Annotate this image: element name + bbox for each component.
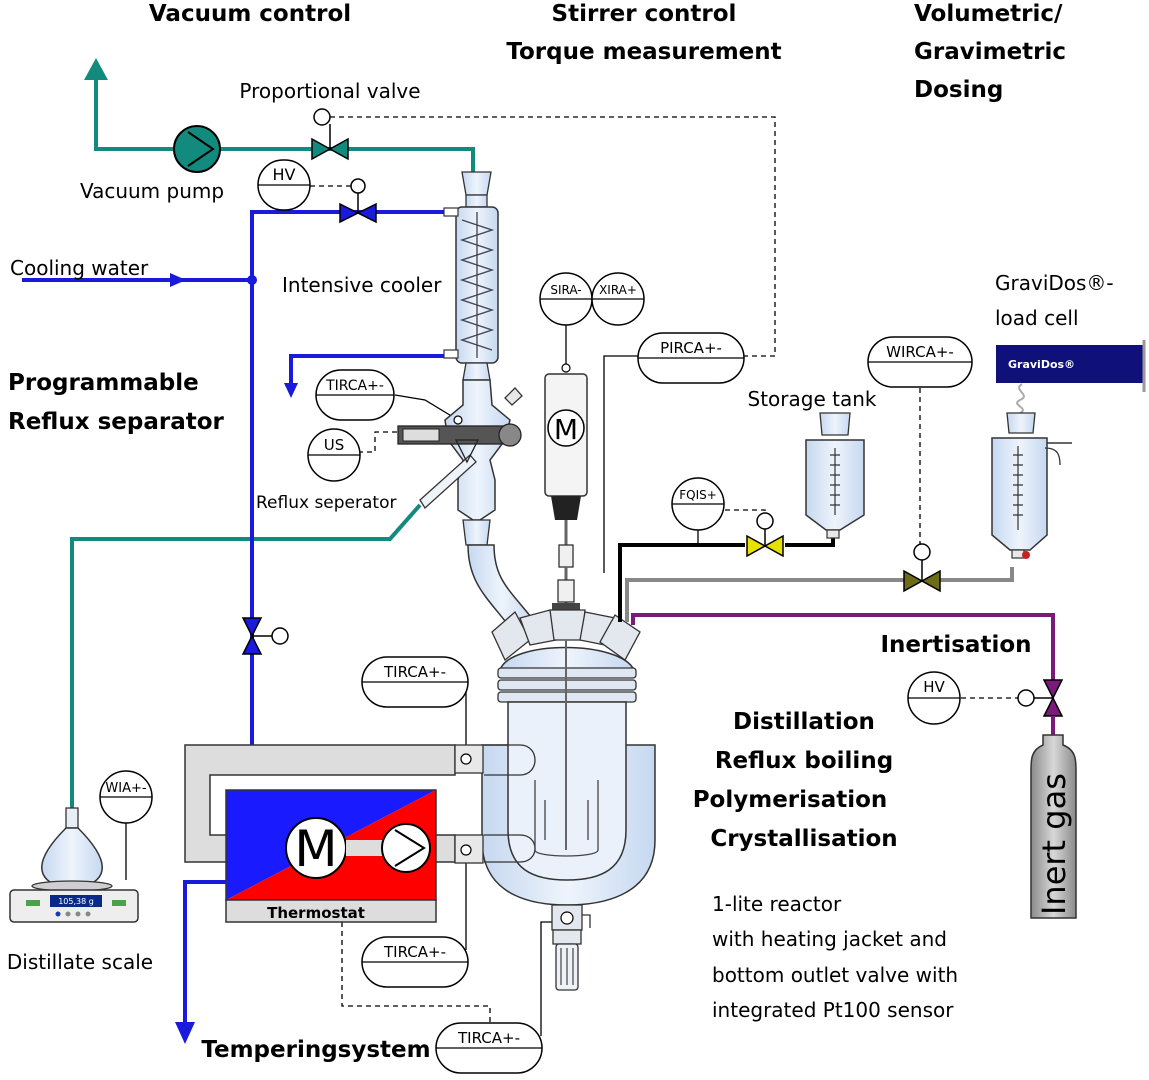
heading-process-2: Reflux boiling xyxy=(715,748,893,774)
instrument-hv-inert[interactable]: HV xyxy=(907,671,961,725)
vacuum-pump-icon[interactable] xyxy=(173,125,221,173)
headings: Vacuum control Stirrer control Torque me… xyxy=(8,1,1066,1063)
instrument-us[interactable]: US xyxy=(307,428,361,482)
proportional-valve-icon[interactable] xyxy=(311,108,349,161)
inert-gas-cylinder: Inert gas xyxy=(1030,734,1077,919)
instrument-tirca-jacket-label: TIRCA+- xyxy=(383,663,446,681)
intensive-cooler xyxy=(443,171,499,381)
tempering-return-arrow-icon xyxy=(175,1022,195,1044)
reactor-desc-line-1: 1-lite reactor xyxy=(712,892,842,916)
instrument-hv-inert-label: HV xyxy=(923,678,945,696)
inert-gas-valve-icon[interactable] xyxy=(1017,679,1064,717)
inert-gas-label: Inert gas xyxy=(1035,773,1073,915)
instrument-xira-label: XIRA+ xyxy=(599,283,637,297)
heading-dosing-1: Volumetric/ xyxy=(914,1,1063,27)
heading-reflux-2: Reflux separator xyxy=(8,409,225,435)
signal-lines xyxy=(310,116,1018,1024)
instrument-hv-top[interactable]: HV xyxy=(257,159,311,211)
instrument-pirca[interactable]: PIRCA+- xyxy=(637,332,745,384)
label-proportional-valve: Proportional valve xyxy=(239,79,420,103)
instrument-tirca-bottom[interactable]: TIRCA+- xyxy=(435,1022,543,1074)
reactor-desc-line-2: with heating jacket and xyxy=(712,927,947,951)
storage-tank xyxy=(805,412,865,539)
instrument-tirca-reflux[interactable]: TIRCA+- xyxy=(315,369,395,421)
thermostat-label: Thermostat xyxy=(267,904,365,922)
stirrer-motor[interactable]: M xyxy=(544,373,588,611)
heading-vacuum-control: Vacuum control xyxy=(149,1,351,27)
heading-reflux-1: Programmable xyxy=(8,370,199,396)
instrument-sira[interactable]: SIRA- xyxy=(539,272,593,373)
reactor-vessel xyxy=(481,609,656,991)
instrument-tirca-bottom-label: TIRCA+- xyxy=(457,1029,520,1047)
heading-tempering: Temperingsystem xyxy=(201,1037,430,1063)
gravidos-load-cell: GraviDos® xyxy=(991,340,1146,559)
vacuum-line xyxy=(70,80,475,845)
cooling-water-line xyxy=(22,210,446,1025)
heading-dosing-3: Dosing xyxy=(914,77,1003,103)
instrument-fqis-label: FQIS+ xyxy=(679,488,717,502)
instrument-tirca-thermostat[interactable]: TIRCA+- xyxy=(361,936,469,988)
cooling-junction xyxy=(247,275,257,285)
reflux-separator xyxy=(397,379,523,521)
heading-process-1: Distillation xyxy=(733,709,875,735)
label-storage-tank: Storage tank xyxy=(748,387,877,411)
reactor-desc-line-4: integrated Pt100 sensor xyxy=(712,998,954,1022)
cooling-valve-bottom-icon[interactable] xyxy=(241,617,289,655)
cooling-water-arrow-icon xyxy=(170,273,186,287)
heading-process-3: Polymerisation xyxy=(693,787,888,813)
instrument-xira[interactable]: XIRA+ xyxy=(591,272,645,326)
dosing-valve-gravimetric-icon[interactable] xyxy=(903,543,941,593)
instrument-tirca-reflux-label: TIRCA+- xyxy=(325,378,384,394)
instrument-fqis[interactable]: FQIS+ xyxy=(671,477,725,531)
thermostat-unit[interactable]: M Thermostat xyxy=(184,744,484,923)
label-distillate-scale: Distillate scale xyxy=(7,950,153,974)
instrument-connections xyxy=(125,325,699,1036)
dosing-lines xyxy=(618,536,1055,680)
scale-display-value: 105,38 g xyxy=(58,897,94,906)
heading-inertisation: Inertisation xyxy=(880,632,1031,658)
instrument-us-label: US xyxy=(324,436,345,454)
heading-torque-measurement: Torque measurement xyxy=(506,39,781,65)
cooling-return-arrow-icon xyxy=(284,383,298,398)
component-labels: Proportional valve Vacuum pump Cooling w… xyxy=(7,79,1114,1022)
instrument-pirca-label: PIRCA+- xyxy=(660,339,722,357)
vapour-tube xyxy=(462,519,537,631)
label-gravidos-1: GraviDos®- xyxy=(995,271,1114,295)
gravidos-brand-label: GraviDos® xyxy=(1008,358,1075,371)
instrument-wia-label: WIA+- xyxy=(105,781,146,796)
instrument-wirca-label: WIRCA+- xyxy=(886,343,954,361)
cooling-valve-top-icon[interactable] xyxy=(339,178,377,224)
thermostat-motor-symbol: M xyxy=(294,820,337,878)
distillate-scale: 105,38 g xyxy=(9,807,139,923)
instrument-tirca-jacket[interactable]: TIRCA+- xyxy=(361,656,469,708)
instrument-sira-label: SIRA- xyxy=(550,283,581,297)
instrument-wirca[interactable]: WIRCA+- xyxy=(867,336,973,388)
instrument-wia[interactable]: WIA+- xyxy=(99,770,153,824)
label-cooling-water: Cooling water xyxy=(10,256,149,280)
reactor-desc-line-3: bottom outlet valve with xyxy=(712,963,958,987)
heading-stirrer-control: Stirrer control xyxy=(552,1,737,27)
heading-dosing-2: Gravimetric xyxy=(914,39,1066,65)
instrument-tirca-thermostat-label: TIRCA+- xyxy=(383,943,446,961)
label-reflux-seperator: Reflux seperator xyxy=(256,493,396,513)
stirrer-motor-symbol: M xyxy=(554,413,578,446)
label-intensive-cooler: Intensive cooler xyxy=(282,273,442,297)
label-gravidos-2: load cell xyxy=(995,306,1079,330)
dosing-valve-volumetric-icon[interactable] xyxy=(746,512,784,558)
heading-process-4: Crystallisation xyxy=(710,826,897,852)
label-vacuum-pump: Vacuum pump xyxy=(80,179,224,203)
vacuum-exhaust-arrow-icon xyxy=(84,58,108,80)
instrument-hv-top-label: HV xyxy=(273,165,296,184)
